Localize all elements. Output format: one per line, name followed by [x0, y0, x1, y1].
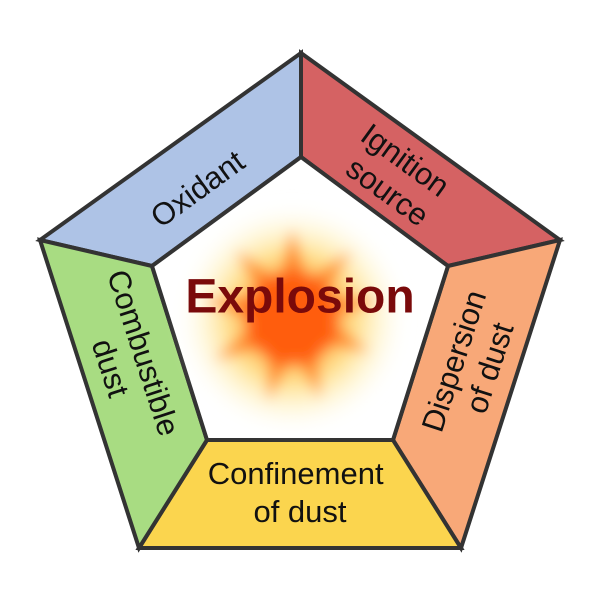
- explosion-burst-icon: [174, 200, 410, 436]
- label-confinement-of-dust: Confinement of dust: [208, 456, 392, 529]
- center-title: Explosion: [185, 271, 414, 324]
